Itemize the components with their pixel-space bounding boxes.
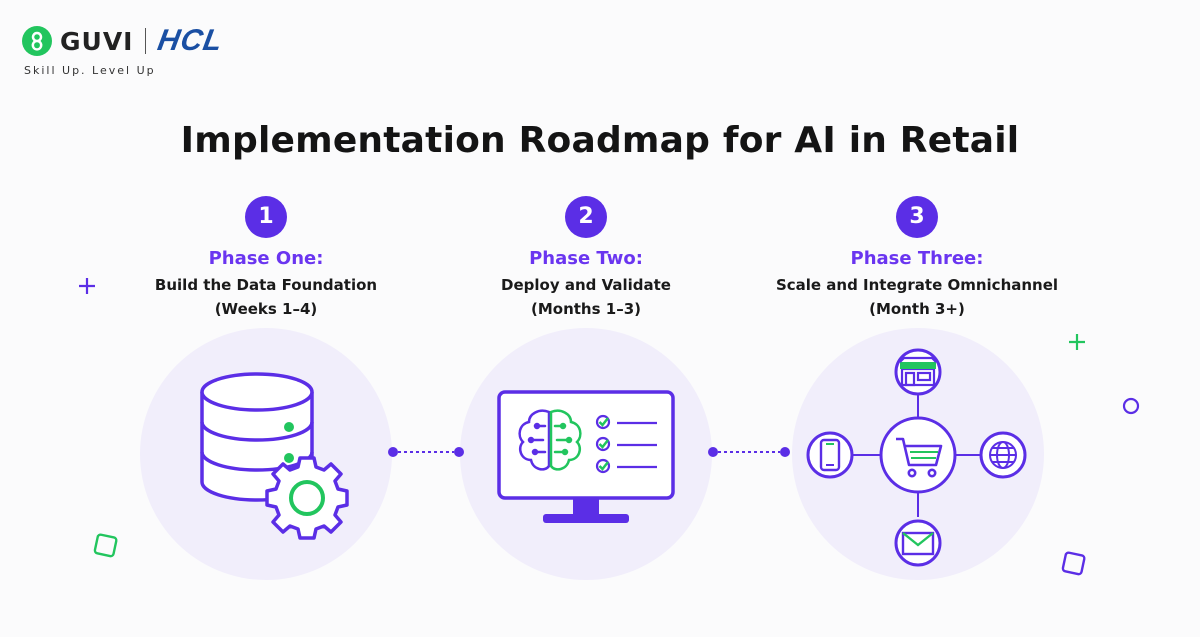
hcl-wordmark: HCL bbox=[155, 24, 227, 57]
brand-logo: GUVI HCL bbox=[22, 24, 227, 58]
phase-two-duration: (Months 1–3) bbox=[531, 300, 641, 318]
phase-three: 3 Phase Three: Scale and Integrate Omnic… bbox=[752, 196, 1082, 321]
phase-two-number-badge: 2 bbox=[565, 196, 607, 238]
square-decoration-icon bbox=[1061, 551, 1086, 576]
phase-one-description: Build the Data Foundation bbox=[154, 276, 378, 294]
phase-three-description: Scale and Integrate Omnichannel bbox=[775, 276, 1059, 294]
plus-decoration-icon bbox=[79, 278, 95, 294]
phase-three-name: Phase Three: bbox=[850, 248, 984, 269]
database-gear-icon bbox=[200, 372, 349, 540]
phase-two: 2 Phase Two: Deploy and Validate (Months… bbox=[421, 196, 751, 321]
connector-one-two bbox=[388, 447, 464, 457]
guvi-wordmark: GUVI bbox=[60, 26, 134, 56]
phase-three-number-badge: 3 bbox=[896, 196, 938, 238]
page-title: Implementation Roadmap for AI in Retail bbox=[180, 120, 1020, 161]
logo-divider bbox=[145, 28, 147, 54]
plus-decoration-icon-green bbox=[1069, 334, 1085, 350]
omnichannel-hub-icon bbox=[806, 348, 1027, 567]
phase-one-name: Phase One: bbox=[208, 248, 324, 269]
phase-one: 1 Phase One: Build the Data Foundation (… bbox=[101, 196, 431, 321]
phase-two-description: Deploy and Validate bbox=[501, 276, 671, 294]
phase-three-duration: (Month 3+) bbox=[869, 300, 965, 318]
ai-brain-monitor-icon bbox=[497, 390, 675, 523]
connector-two-three bbox=[708, 447, 790, 457]
ring-decoration-icon bbox=[1122, 397, 1140, 415]
phase-one-duration: (Weeks 1–4) bbox=[214, 300, 318, 318]
square-decoration-icon-green bbox=[93, 533, 118, 558]
brand-tagline: Skill Up. Level Up bbox=[24, 64, 156, 77]
phase-two-name: Phase Two: bbox=[529, 248, 643, 269]
guvi-logo-icon bbox=[22, 26, 52, 56]
phase-one-number-badge: 1 bbox=[245, 196, 287, 238]
